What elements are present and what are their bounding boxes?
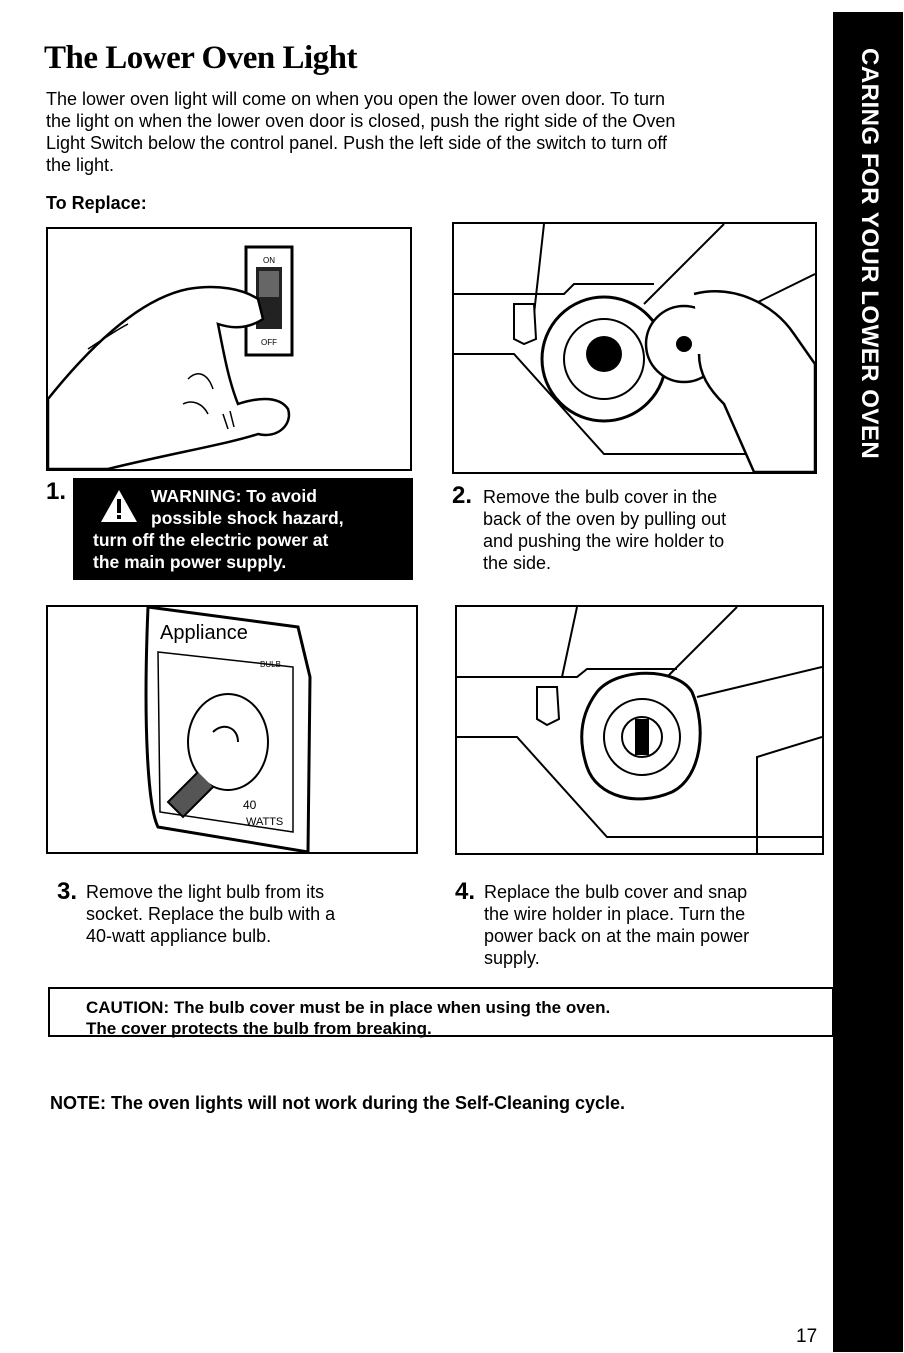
warning-line: possible shock hazard, bbox=[151, 508, 344, 528]
switch-off-label: OFF bbox=[261, 338, 277, 347]
switch-on-label: ON bbox=[263, 256, 275, 265]
remove-cover-illustration bbox=[454, 224, 815, 472]
step-line: the side. bbox=[483, 553, 552, 573]
figure-appliance-bulb: Appliance BULB 40 WATTS bbox=[46, 605, 418, 854]
step-line: 40-watt appliance bulb. bbox=[86, 926, 272, 946]
step-number: 1. bbox=[46, 478, 67, 505]
caution-box: CAUTION: The bulb cover must be in place… bbox=[48, 987, 834, 1038]
bulb-40-text: 40 bbox=[243, 798, 257, 812]
step-line: power back on at the main power bbox=[484, 926, 750, 946]
step-line: Remove the bulb cover in the bbox=[483, 487, 718, 507]
bulb-package-illustration: Appliance BULB 40 WATTS bbox=[144, 607, 312, 852]
page-number: 17 bbox=[796, 1326, 818, 1347]
bulb-watts-text: WATTS bbox=[246, 816, 283, 828]
intro-paragraph: The lower oven light will come on when y… bbox=[46, 88, 806, 176]
warning-line: the main power supply. bbox=[93, 552, 287, 572]
step-line: Remove the light bulb from its bbox=[86, 882, 325, 902]
to-replace-heading: To Replace: bbox=[46, 193, 147, 213]
caution-line: The cover protects the bulb from breakin… bbox=[86, 1019, 432, 1038]
warning-line: turn off the electric power at bbox=[93, 530, 329, 550]
step-line: Replace the bulb cover and snap bbox=[484, 882, 748, 902]
step-number: 2. bbox=[452, 482, 473, 509]
section-side-tab: CARING FOR YOUR LOWER OVEN bbox=[833, 12, 903, 1352]
note-text: NOTE: The oven lights will not work duri… bbox=[50, 1093, 626, 1113]
page-title: The Lower Oven Light bbox=[44, 40, 358, 76]
step-line: back of the oven by pulling out bbox=[483, 509, 727, 529]
intro-line: the light. bbox=[46, 155, 115, 175]
step-text: Remove the bulb cover in the back of the… bbox=[483, 486, 726, 574]
intro-line: the light on when the lower oven door is… bbox=[46, 111, 676, 131]
step-line: the wire holder in place. Turn the bbox=[484, 904, 746, 924]
warning-triangle-icon bbox=[101, 490, 137, 522]
step-line: socket. Replace the bulb with a bbox=[86, 904, 336, 924]
hand-switch-illustration: ON OFF bbox=[48, 245, 294, 469]
bulb-word-text: BULB bbox=[260, 660, 281, 669]
caution-line: CAUTION: The bulb cover must be in place… bbox=[86, 998, 611, 1017]
intro-line: The lower oven light will come on when y… bbox=[46, 89, 666, 109]
step-text: Replace the bulb cover and snap the wire… bbox=[484, 881, 749, 969]
figure-replace-cover bbox=[455, 605, 824, 855]
replace-cover-illustration bbox=[457, 607, 822, 853]
figure-light-switch: ON OFF bbox=[46, 227, 412, 471]
step-line: supply. bbox=[484, 948, 540, 968]
warning-box: WARNING: To avoid possible shock hazard,… bbox=[73, 478, 413, 580]
step-number: 3. bbox=[57, 878, 78, 905]
warning-line: WARNING: To avoid bbox=[151, 486, 317, 506]
figure-remove-cover bbox=[452, 222, 817, 474]
step-text: Remove the light bulb from its socket. R… bbox=[86, 881, 335, 947]
intro-line: Light Switch below the control panel. Pu… bbox=[46, 133, 668, 153]
side-tab-label: CARING FOR YOUR LOWER OVEN bbox=[856, 48, 883, 460]
step-line: and pushing the wire holder to bbox=[483, 531, 725, 551]
bulb-brand-text: Appliance bbox=[160, 622, 248, 644]
step-number: 4. bbox=[455, 878, 476, 905]
